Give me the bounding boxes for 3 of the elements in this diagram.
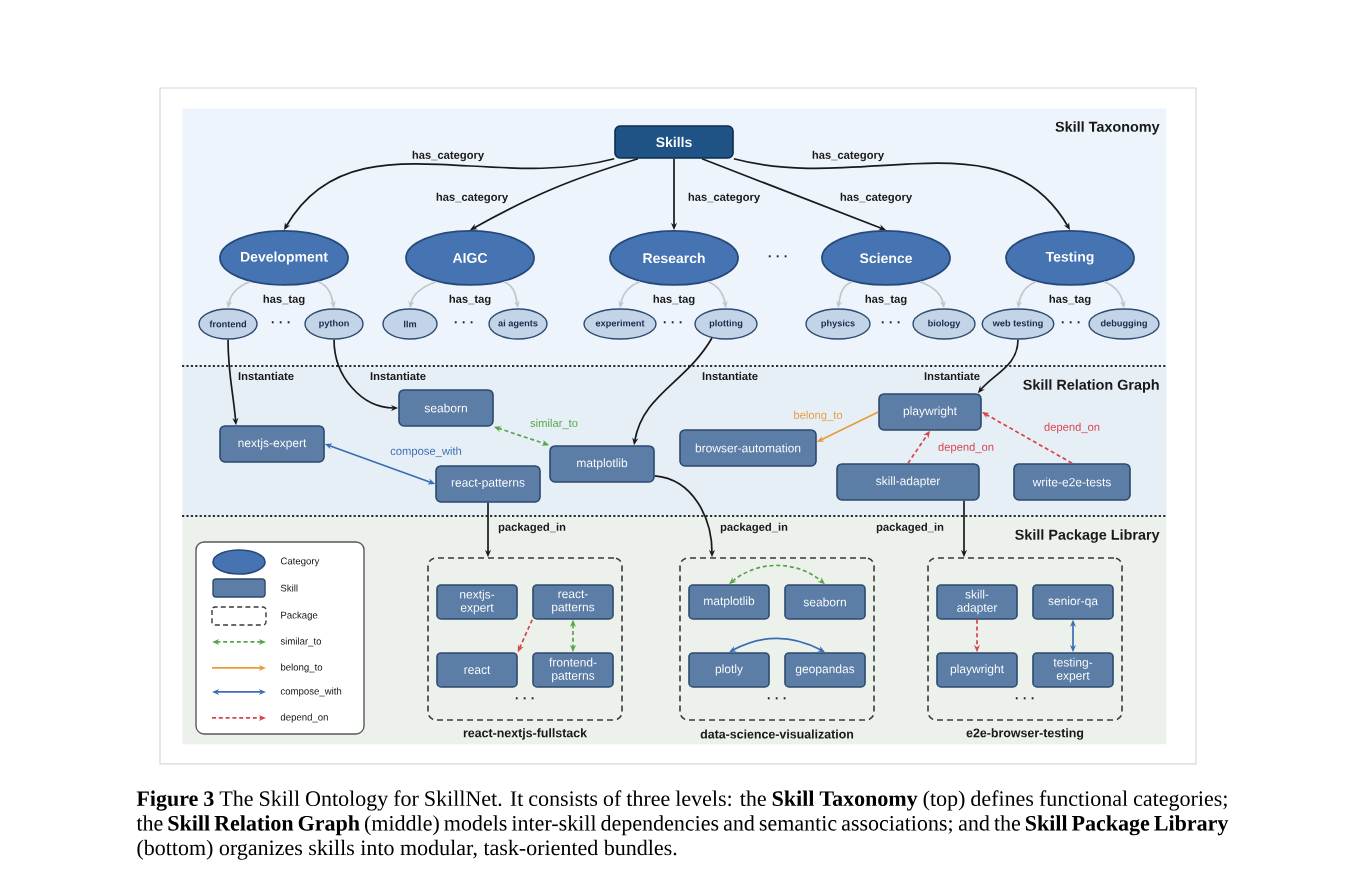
double-headed-arrow	[729, 637, 825, 653]
arrow	[701, 157, 886, 231]
figure-caption: Figure 3 The Skill Ontology for SkillNet. It consists of three levels: the Skill Taxonomy (top) defines functional categories; the Skill Relation Graph (middle) models inter-skill dependencies and semantic associations; and the Skill Package Library (bottom) organizes skills into modular, task-oriented bundles.	[136, 790, 1229, 860]
